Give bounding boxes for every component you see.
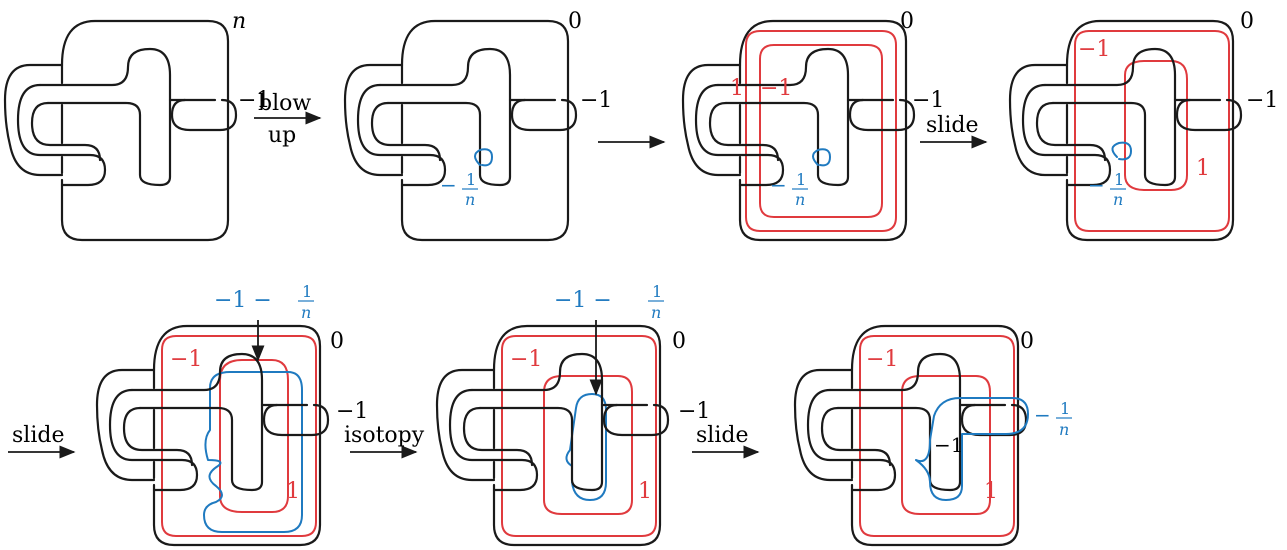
svg-text:n: n bbox=[301, 303, 311, 322]
p5-framing-top: 0 bbox=[330, 329, 344, 354]
p2-blue-label: − 1 n bbox=[440, 170, 478, 209]
p7-framing-top: 0 bbox=[1020, 329, 1034, 354]
panel-5 bbox=[95, 324, 330, 547]
arrow1-bottom-label: up bbox=[268, 123, 296, 148]
svg-text:−1 −: −1 − bbox=[214, 288, 272, 313]
p5-framing-right: −1 bbox=[336, 399, 368, 424]
p7-red-top: −1 bbox=[866, 347, 898, 372]
p4-framing-top: 0 bbox=[1240, 9, 1254, 34]
blue-unknot bbox=[474, 148, 493, 167]
p6-framing-top: 0 bbox=[672, 329, 686, 354]
p3-framing-right: −1 bbox=[912, 88, 944, 113]
svg-text:1: 1 bbox=[796, 170, 806, 189]
panel-2 bbox=[343, 19, 578, 242]
panel-1 bbox=[3, 19, 238, 242]
svg-text:−: − bbox=[770, 173, 787, 197]
arrow-blow-up: blow up bbox=[254, 91, 322, 148]
red-loop-a bbox=[1074, 30, 1230, 232]
p4-blue-label: − 1 n bbox=[1088, 170, 1126, 209]
p6-framing-right: −1 bbox=[678, 399, 710, 424]
p6-red-top: −1 bbox=[510, 347, 542, 372]
p1-framing-right: −1 bbox=[238, 88, 270, 113]
arrow1-top-label: blow bbox=[258, 91, 311, 116]
p6-red-right: 1 bbox=[638, 479, 652, 504]
svg-text:−1 −: −1 − bbox=[554, 288, 612, 313]
red-loop-outer bbox=[745, 30, 897, 232]
p2-framing-right: −1 bbox=[580, 88, 612, 113]
red-loop-inner bbox=[759, 44, 883, 218]
p7-blue-label: − 1 n bbox=[1034, 399, 1072, 439]
svg-text:1: 1 bbox=[1060, 399, 1070, 418]
panel-6 bbox=[435, 324, 670, 547]
svg-text:−: − bbox=[1034, 403, 1051, 427]
panel-7 bbox=[793, 324, 1029, 547]
blue-curve bbox=[203, 371, 303, 533]
svg-text:n: n bbox=[1059, 420, 1069, 439]
p3-red-label-2: −1 bbox=[760, 76, 792, 101]
p4-red-right: 1 bbox=[1196, 156, 1210, 181]
p7-red-right: 1 bbox=[984, 479, 998, 504]
arrow-slide-1: slide bbox=[920, 113, 988, 149]
p5-red-right: 1 bbox=[286, 479, 300, 504]
p5-blue-top-label: −1 − 1 n bbox=[214, 282, 314, 322]
panel-3 bbox=[681, 19, 916, 242]
red-loop-b bbox=[1124, 60, 1188, 191]
panel-4 bbox=[1008, 19, 1243, 242]
p3-blue-label: − 1 n bbox=[770, 170, 808, 209]
svg-text:slide: slide bbox=[926, 113, 978, 138]
p3-framing-top: 0 bbox=[900, 9, 914, 34]
blue-curve bbox=[915, 397, 1029, 501]
p4-red-top: −1 bbox=[1078, 37, 1110, 62]
svg-text:1: 1 bbox=[652, 282, 662, 301]
svg-text:−: − bbox=[440, 173, 457, 197]
arrow-slide-2: slide bbox=[8, 423, 76, 459]
p1-framing-top: n bbox=[232, 9, 246, 34]
svg-text:n: n bbox=[795, 190, 805, 209]
svg-text:−: − bbox=[1088, 173, 1105, 197]
svg-text:slide: slide bbox=[696, 423, 748, 448]
p4-framing-right: −1 bbox=[1246, 88, 1278, 113]
svg-text:isotopy: isotopy bbox=[344, 423, 425, 448]
svg-text:1: 1 bbox=[466, 170, 476, 189]
svg-text:1: 1 bbox=[1114, 170, 1124, 189]
svg-text:n: n bbox=[1113, 190, 1123, 209]
p6-blue-top-label: −1 − 1 n bbox=[554, 282, 664, 322]
p7-inner-label: −1 bbox=[934, 433, 963, 457]
arrow-isotopy: isotopy bbox=[344, 423, 425, 459]
svg-text:n: n bbox=[465, 190, 475, 209]
arrow-slide-3: slide bbox=[692, 423, 760, 459]
svg-text:1: 1 bbox=[302, 282, 312, 301]
p5-red-top: −1 bbox=[170, 347, 202, 372]
p3-red-label-1: 1 bbox=[730, 76, 744, 101]
svg-text:slide: slide bbox=[12, 423, 64, 448]
p2-framing-top: 0 bbox=[568, 9, 582, 34]
svg-text:n: n bbox=[651, 303, 661, 322]
